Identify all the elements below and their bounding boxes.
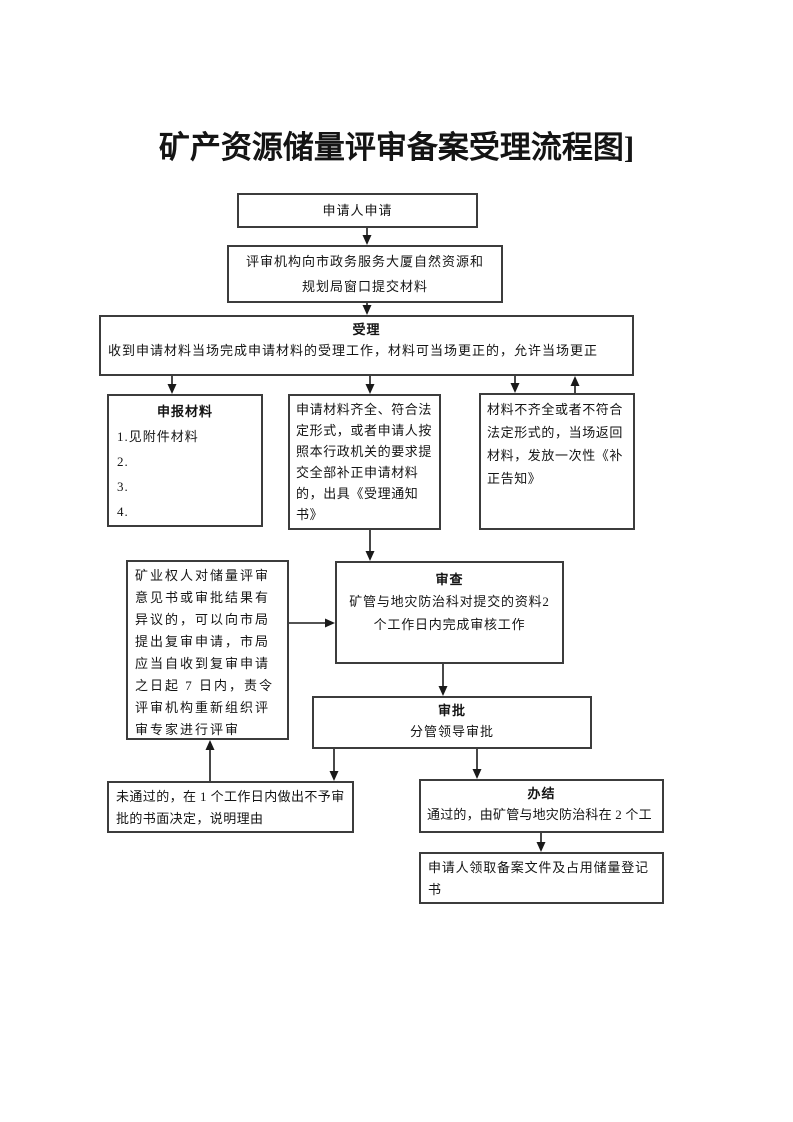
node-acceptance: 受理 收到申请材料当场完成申请材料的受理工作，材料可当场更正的，允许当场更正: [99, 315, 634, 376]
node-review-objection: 矿业权人对储量评审意见书或审批结果有异议的，可以向市局提出复审申请，市局应当自收…: [126, 560, 289, 740]
node-receive-documents: 申请人领取备案文件及占用储量登记书: [419, 852, 664, 904]
arrow-accept-to-complete: [365, 376, 375, 394]
material-list-item: 3.: [117, 479, 129, 494]
node-declared-materials-title: 申报材料: [156, 404, 213, 419]
node-materials-complete: 申请材料齐全、符合法定形式，或者申请人按照本行政机关的要求提交全部补正申请材料的…: [288, 394, 441, 530]
node-approval: 审批 分管领导审批: [312, 696, 592, 749]
node-materials-incomplete: 材料不齐全或者不符合法定形式的，当场返回材料，发放一次性《补正告知》: [479, 393, 635, 530]
node-acceptance-body: 收到申请材料当场完成申请材料的受理工作，材料可当场更正的，允许当场更正: [108, 343, 599, 358]
node-case-closed: 办结 通过的，由矿管与地灾防治科在 2 个工: [419, 779, 664, 833]
node-materials-incomplete-text: 材料不齐全或者不符合法定形式的，当场返回材料，发放一次性《补正告知》: [487, 402, 624, 486]
node-applicant-apply-text: 申请人申请: [322, 203, 393, 218]
arrow-reject-to-objection: [205, 740, 215, 781]
node-examination-title: 审查: [435, 572, 464, 587]
node-case-closed-body: 通过的，由矿管与地灾防治科在 2 个工: [427, 807, 652, 822]
arrow-accept-to-incomplete: [510, 376, 520, 393]
arrow-approve-to-reject: [329, 749, 339, 781]
arrow-examine-to-approve: [438, 664, 448, 696]
arrow-incomplete-to-accept: [570, 376, 580, 393]
arrow-submit-to-accept: [362, 303, 372, 315]
node-examination: 审查 矿管与地灾防治科对提交的资料2个工作日内完成审核工作: [335, 561, 564, 664]
material-list-item: 2.: [117, 454, 129, 469]
node-applicant-apply: 申请人申请: [237, 193, 478, 228]
node-submit-materials: 评审机构向市政务服务大厦自然资源和规划局窗口提交材料: [227, 245, 503, 303]
node-acceptance-title: 受理: [352, 322, 381, 337]
node-not-approved: 未通过的，在 1 个工作日内做出不予审批的书面决定，说明理由: [107, 781, 354, 833]
arrow-accept-to-materials: [167, 376, 177, 394]
node-not-approved-text: 未通过的，在 1 个工作日内做出不予审批的书面决定，说明理由: [116, 789, 345, 826]
node-submit-materials-text: 评审机构向市政务服务大厦自然资源和规划局窗口提交材料: [245, 254, 484, 294]
node-declared-materials: 申报材料 1.见附件材料 2. 3. 4.: [107, 394, 263, 527]
arrow-done-to-receive: [536, 833, 546, 852]
node-approval-title: 审批: [437, 703, 466, 718]
node-approval-body: 分管领导审批: [409, 724, 494, 739]
page-title: 矿产资源储量评审备案受理流程图]: [158, 130, 635, 165]
node-case-closed-title: 办结: [527, 786, 556, 801]
arrow-approve-to-done: [472, 749, 482, 779]
node-receive-documents-text: 申请人领取备案文件及占用储量登记书: [428, 860, 649, 897]
node-review-objection-text: 矿业权人对储量评审意见书或审批结果有异议的，可以向市局提出复审申请，市局应当自收…: [135, 568, 275, 737]
material-list-item: 1.见附件材料: [117, 429, 199, 444]
arrow-complete-to-examine: [365, 530, 375, 561]
node-materials-complete-text: 申请材料齐全、符合法定形式，或者申请人按照本行政机关的要求提交全部补正申请材料的…: [296, 402, 433, 522]
material-list-item: 4.: [117, 504, 129, 519]
arrow-objection-to-examine: [289, 618, 335, 628]
arrow-apply-to-submit: [362, 227, 372, 245]
node-examination-body: 矿管与地灾防治科对提交的资料2个工作日内完成审核工作: [349, 594, 550, 632]
